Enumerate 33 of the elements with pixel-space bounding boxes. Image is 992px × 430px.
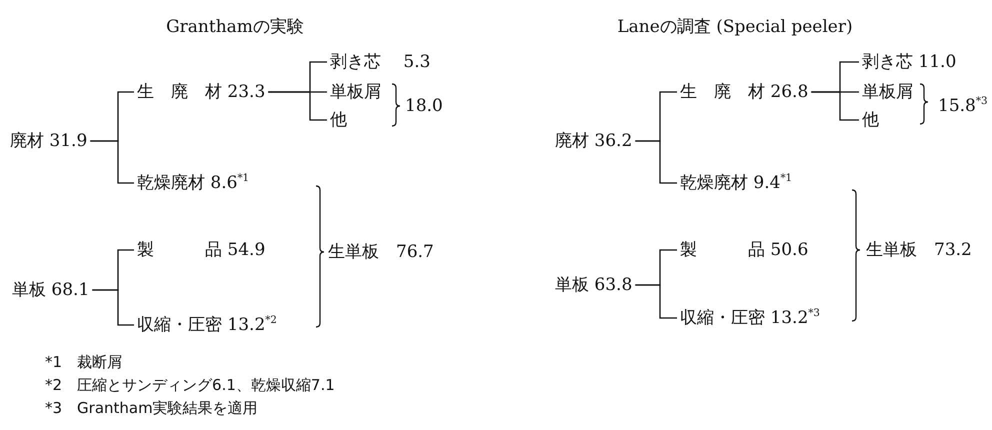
tree-label: 他 (862, 110, 879, 130)
tree-label: 単板屑 (330, 82, 381, 102)
panel-title: Laneの調査 (Special peeler) (617, 16, 853, 38)
tree-label: 剥き芯 11.0 (862, 52, 956, 72)
tree-label: 乾燥廃材 8.6$^{*1}$ (137, 172, 250, 194)
tree-label: 他 (330, 110, 347, 130)
sum-value: 生単板 73.2 (866, 240, 972, 260)
tree-label: 単板 68.1 (12, 280, 90, 300)
tree-label: 製 品 54.9 (137, 240, 266, 260)
tree-label: 製 品 50.6 (680, 240, 808, 260)
tree-label: 廃材 31.9 (10, 130, 88, 152)
panel-title: Granthamの実験 (166, 16, 304, 38)
tree-label: 単板屑 (862, 82, 913, 102)
tree-connector (635, 140, 677, 184)
tree-label: 収縮・圧密 13.2$^{*2}$ (137, 314, 277, 336)
tree-label: 廃材 36.2 (555, 130, 632, 152)
tree-label: 収縮・圧密 13.2$^{*3}$ (680, 308, 820, 328)
sum-value: 生単板 76.7 (328, 242, 434, 262)
tree-label: 剥き芯 5.3 (330, 52, 430, 72)
sum-value: 18.0 (405, 96, 443, 116)
tree-connector (92, 289, 134, 326)
tree-connector (90, 140, 134, 184)
tree-label: 生 廃 材 23.3 (137, 82, 266, 102)
tree-connector (635, 284, 677, 319)
tree-connector (811, 91, 859, 121)
sum-value: 15.8$^{*3}$ (938, 96, 988, 116)
tree-label: 単板 63.8 (555, 274, 632, 296)
footnote: *2 圧縮とサンディング6.1、乾燥収縮7.1 (45, 376, 335, 394)
tree-label: 乾燥廃材 9.4$^{*1}$ (680, 172, 792, 194)
tree-connector (268, 91, 327, 121)
tree-label: 生 廃 材 26.8 (680, 82, 808, 102)
footnote: *1 裁断屑 (45, 353, 122, 371)
footnote: *3 Grantham実験結果を適用 (45, 399, 258, 417)
